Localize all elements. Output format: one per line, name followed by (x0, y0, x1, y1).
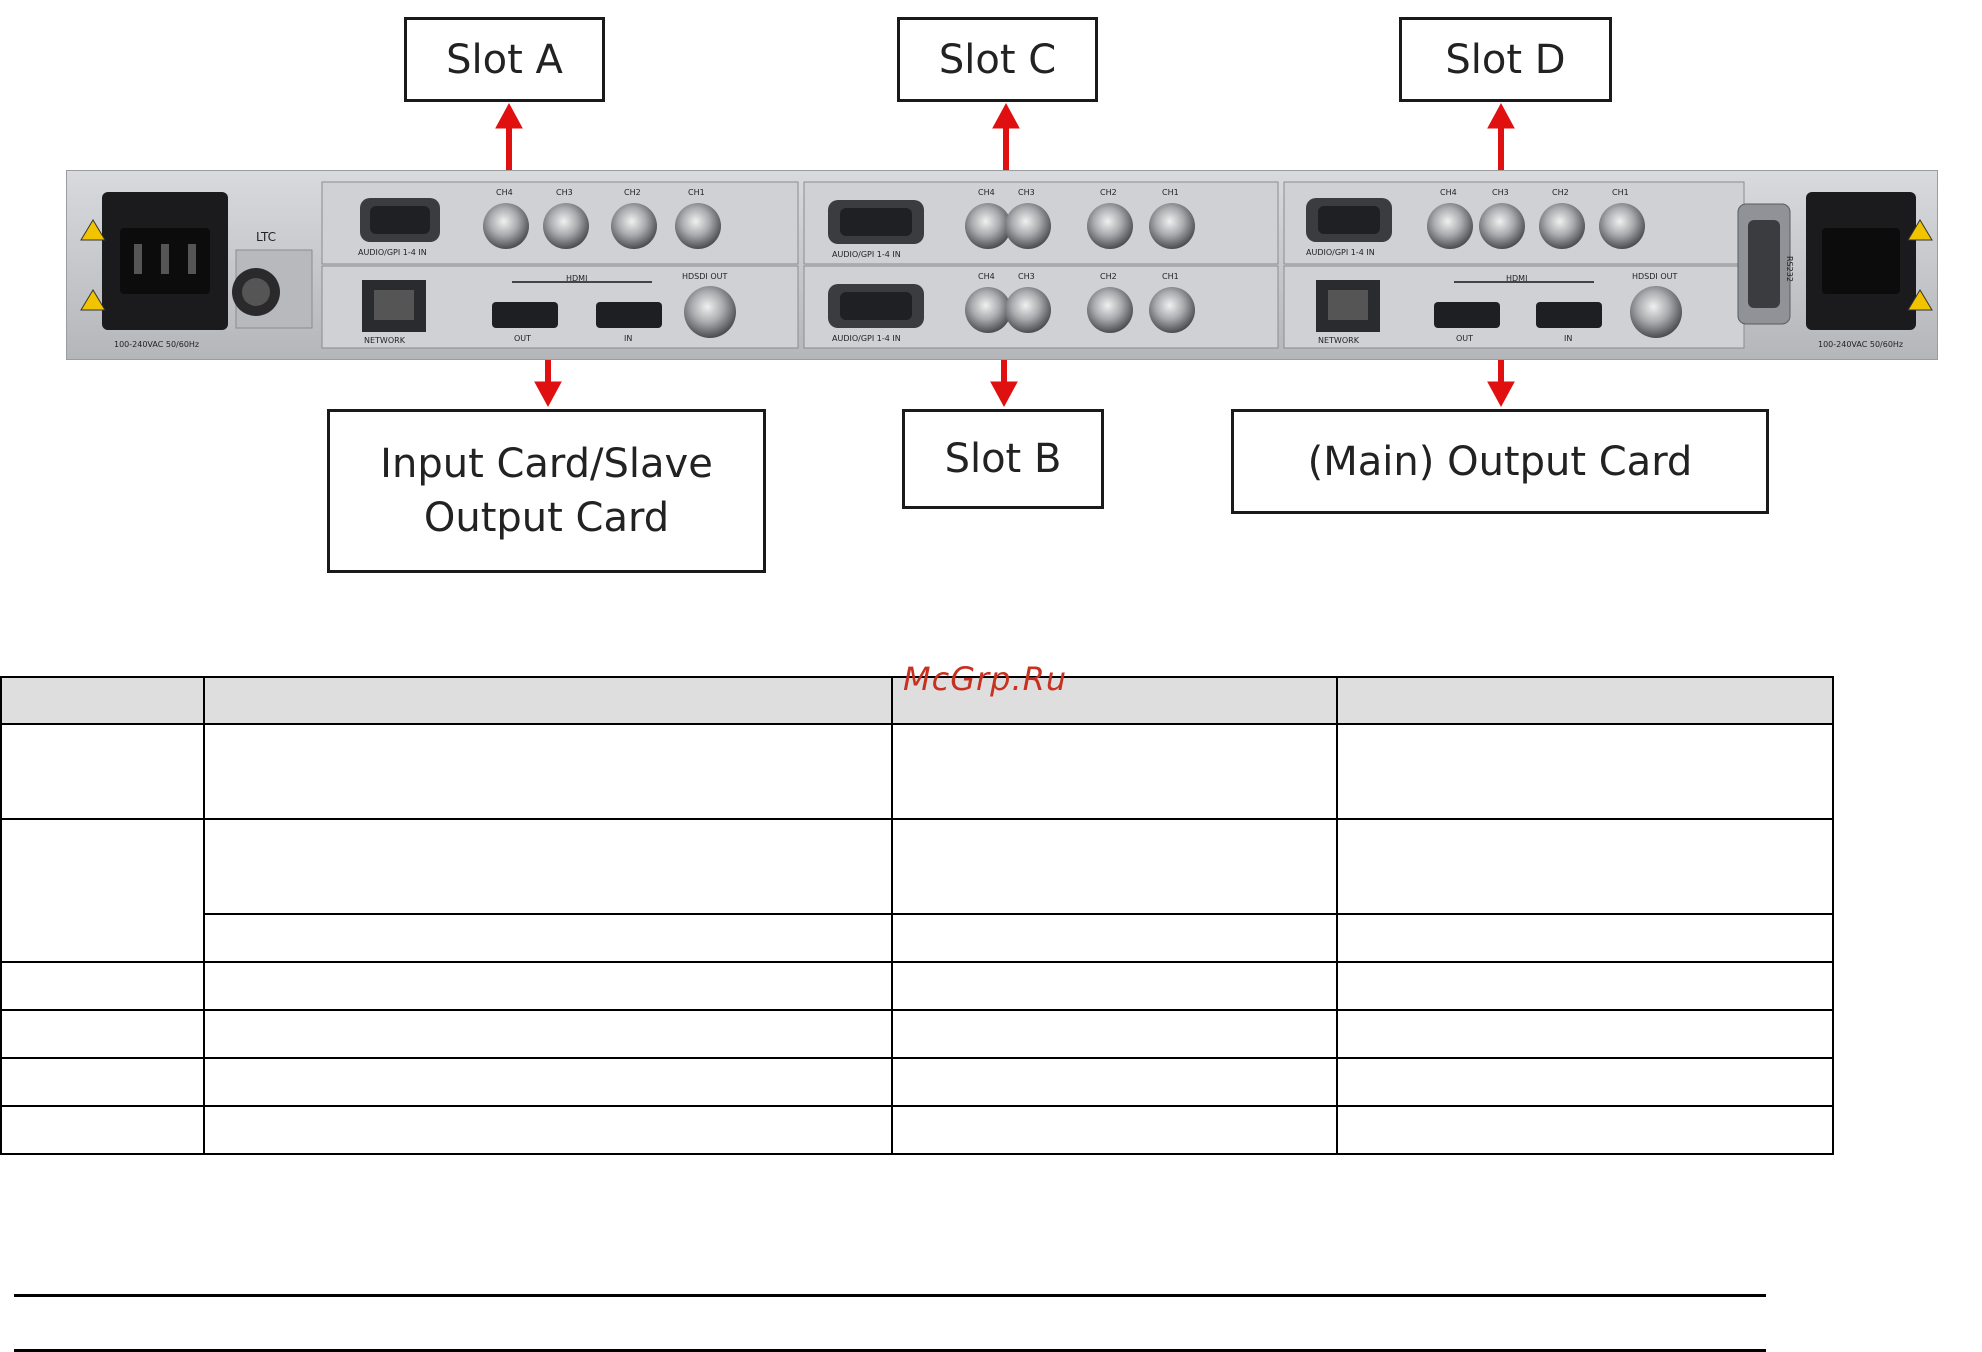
table-row (1, 913, 1834, 963)
slot-c-ch2: CH2 (1100, 188, 1117, 197)
callout-input-card: Input Card/Slave Output Card (327, 409, 766, 573)
slot-d-hdsdi-label: HDSDI OUT (1632, 272, 1678, 281)
slot-a-audio-label: AUDIO/GPI 1-4 IN (358, 248, 427, 257)
watermark: McGrp.Ru (903, 660, 1068, 698)
slot-a-network-label: NETWORK (364, 336, 405, 345)
table-row (0, 1105, 1834, 1155)
table-row (0, 1009, 1834, 1059)
rs232-label: RS232 (1785, 256, 1794, 282)
table-header-row (0, 676, 1834, 725)
slot-d-hdmi-label: HDMI (1506, 274, 1528, 283)
table-header-cell (0, 676, 205, 725)
slot-d-hdmi-in: IN (1564, 334, 1573, 343)
slot-a-hdmi-label: HDMI (566, 274, 588, 283)
slot-a-hdmi-in: IN (624, 334, 633, 343)
slot-d-network-label: NETWORK (1318, 336, 1359, 345)
table-row (0, 961, 1834, 1011)
slot-b-ch4: CH4 (978, 272, 995, 281)
ltc-label: LTC (256, 230, 277, 244)
slot-a-ch2: CH2 (624, 188, 641, 197)
slot-d-ch4: CH4 (1440, 188, 1457, 197)
slot-d-hdmi-out: OUT (1456, 334, 1474, 343)
slot-c-audio-label: AUDIO/GPI 1-4 IN (832, 250, 901, 259)
callout-output-card: (Main) Output Card (1231, 409, 1769, 514)
slot-b-ch1: CH1 (1162, 272, 1179, 281)
table-header-cell (1336, 676, 1834, 725)
slot-d-ch1: CH1 (1612, 188, 1629, 197)
spec-table (0, 676, 1834, 1155)
slot-d-ch2: CH2 (1552, 188, 1569, 197)
slot-a-ch3: CH3 (556, 188, 573, 197)
slot-c-ch1: CH1 (1162, 188, 1179, 197)
slot-a-hdmi-out: OUT (514, 334, 532, 343)
slot-d-audio-label: AUDIO/GPI 1-4 IN (1306, 248, 1375, 257)
slot-c-ch3: CH3 (1018, 188, 1035, 197)
divider-line (14, 1294, 1766, 1297)
table-header-cell (891, 676, 1338, 725)
slot-a-ch4: CH4 (496, 188, 513, 197)
table-row (0, 818, 1834, 963)
slot-a-hdsdi-label: HDSDI OUT (682, 272, 728, 281)
power-left-label: 100-240VAC 50/60Hz (114, 340, 200, 349)
power-right-label: 100-240VAC 50/60Hz (1818, 340, 1904, 349)
table-row (0, 723, 1834, 820)
slot-b-ch3: CH3 (1018, 272, 1035, 281)
table-header-cell (203, 676, 893, 725)
rear-panel-photo: LTC 100-240VAC 50/60Hz 100-240VAC 50/60H… (66, 170, 1938, 360)
callout-slot-d: Slot D (1399, 17, 1612, 102)
callout-slot-b: Slot B (902, 409, 1104, 509)
callout-slot-a: Slot A (404, 17, 605, 102)
slot-a-ch1: CH1 (688, 188, 705, 197)
slot-c-ch4: CH4 (978, 188, 995, 197)
slot-b-audio-label: AUDIO/GPI 1-4 IN (832, 334, 901, 343)
slot-b-ch2: CH2 (1100, 272, 1117, 281)
table-row (0, 1057, 1834, 1107)
callout-slot-c: Slot C (897, 17, 1098, 102)
slot-d-ch3: CH3 (1492, 188, 1509, 197)
